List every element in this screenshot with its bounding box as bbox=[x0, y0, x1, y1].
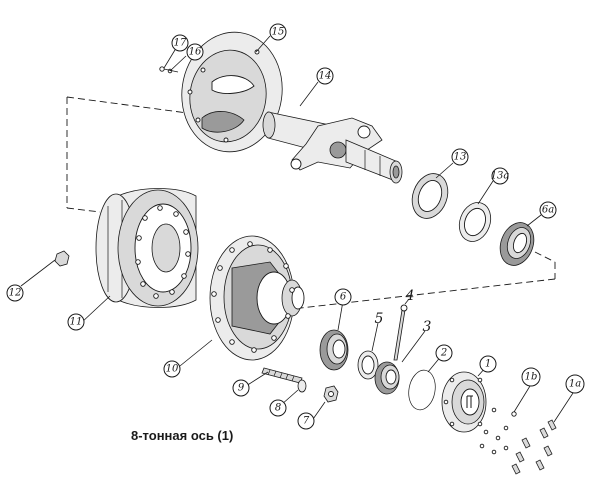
part-washer bbox=[297, 379, 307, 393]
part-wheel-stud bbox=[261, 367, 303, 384]
callout-6a: 6a bbox=[539, 201, 557, 219]
callout-label: 13a bbox=[491, 171, 510, 182]
callout-4: 4 bbox=[405, 288, 415, 304]
callout-8: 8 bbox=[269, 399, 287, 417]
callout-7: 7 bbox=[297, 412, 315, 430]
part-backing-plate bbox=[181, 31, 283, 153]
callout-1b: 1b bbox=[521, 367, 541, 387]
callout-label: 12 bbox=[9, 288, 22, 299]
part-outer-bearing bbox=[319, 329, 349, 371]
callout-label: 6 bbox=[340, 292, 347, 303]
callout-6: 6 bbox=[334, 288, 352, 306]
callout-label: 3 bbox=[423, 319, 432, 335]
callout-11: 11 bbox=[67, 313, 85, 331]
part-gasket bbox=[408, 369, 436, 411]
part-thrust-washer bbox=[357, 350, 379, 380]
callout-5: 5 bbox=[375, 311, 384, 327]
part-wheel-hub bbox=[209, 235, 305, 361]
callout-label: 14 bbox=[319, 71, 332, 82]
part-hub-cap bbox=[441, 371, 487, 433]
callout-label: 6a bbox=[542, 205, 554, 216]
callout-14: 14 bbox=[316, 67, 334, 85]
diagram-caption: 8-тонная ось (1) bbox=[131, 428, 234, 443]
part-cotter-pin bbox=[393, 304, 408, 361]
callout-label: 2 bbox=[440, 348, 447, 359]
part-ring bbox=[458, 202, 492, 242]
callout-label: 8 bbox=[275, 403, 281, 414]
part-brake-drum bbox=[95, 188, 199, 308]
part-castle-nut bbox=[374, 361, 400, 395]
callout-13a: 13a bbox=[491, 167, 510, 185]
callout-label: 1b bbox=[525, 372, 538, 383]
callout-13: 13 bbox=[451, 148, 469, 166]
callout-label: 7 bbox=[303, 416, 310, 427]
callout-17: 17 bbox=[171, 34, 189, 52]
callout-12: 12 bbox=[6, 284, 24, 302]
callout-label: 16 bbox=[189, 47, 202, 58]
part-seal bbox=[411, 173, 449, 219]
callout-label: 5 bbox=[375, 311, 384, 327]
part-inner-bearing bbox=[499, 222, 535, 266]
callout-9: 9 bbox=[232, 379, 250, 397]
part-axle-spindle bbox=[262, 111, 403, 184]
callout-2: 2 bbox=[435, 344, 453, 362]
callout-15: 15 bbox=[269, 23, 287, 41]
callout-label: 17 bbox=[174, 38, 187, 49]
callout-label: 15 bbox=[272, 27, 285, 38]
callout-label: 1 bbox=[485, 359, 491, 370]
callout-label: 9 bbox=[238, 383, 245, 394]
part-small-fasteners bbox=[159, 66, 179, 74]
callout-label: 4 bbox=[405, 288, 415, 304]
callout-1: 1 bbox=[479, 355, 497, 373]
callout-1a: 1a bbox=[565, 374, 585, 394]
callout-label: 10 bbox=[166, 364, 179, 375]
part-cap-bolts bbox=[479, 407, 557, 475]
callout-label: 11 bbox=[70, 317, 83, 328]
callout-16: 16 bbox=[186, 43, 204, 61]
callout-3: 3 bbox=[423, 319, 432, 335]
callout-label: 13 bbox=[454, 152, 467, 163]
part-wheel-nut bbox=[54, 250, 70, 267]
callout-10: 10 bbox=[163, 360, 181, 378]
part-lug-nut bbox=[323, 385, 339, 403]
callout-label: 1a bbox=[569, 379, 581, 390]
